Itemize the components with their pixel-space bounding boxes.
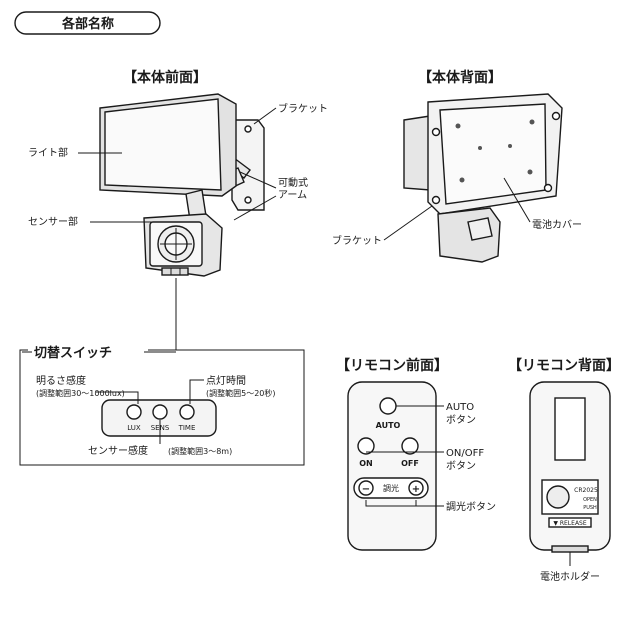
- dim-callout: 調光ボタン: [446, 500, 496, 513]
- sensor-sensitivity-label: センサー感度: [88, 444, 148, 457]
- brightness-range: (調整範囲30〜1000lux): [36, 388, 125, 398]
- section-title: 各部名称: [61, 16, 114, 32]
- arm-label-line1: 可動式: [278, 176, 308, 189]
- brightness-label: 明るさ感度: [36, 374, 86, 387]
- dim-minus-label: −: [362, 484, 370, 495]
- battery-compartment: [541, 479, 599, 515]
- dial-sens[interactable]: [152, 404, 168, 420]
- front-bracket-label: ブラケット: [278, 102, 328, 115]
- release-label: ▼ RELEASE: [553, 520, 587, 527]
- back-bracket-label: ブラケット: [332, 234, 382, 247]
- main-unit-back-illustration: [403, 93, 563, 263]
- auto-callout-line1: AUTO: [446, 402, 474, 413]
- dim-minus-button[interactable]: [358, 480, 374, 496]
- arm-label-line2: アーム: [278, 189, 307, 201]
- dim-plus-label: +: [412, 484, 420, 495]
- battery-holder-label: 電池ホルダー: [540, 570, 600, 583]
- on-button-label: ON: [359, 459, 373, 468]
- battery-cover-label: 電池カバー: [532, 218, 582, 231]
- on-button[interactable]: [357, 437, 375, 455]
- light-label: ライト部: [28, 146, 68, 159]
- switch-box: [19, 349, 305, 466]
- auto-callout-line2: ボタン: [446, 414, 476, 426]
- off-button[interactable]: [401, 437, 419, 455]
- remote-front-heading: 【リモコン前面】: [336, 357, 448, 374]
- dim-button-label: 調光: [383, 483, 399, 493]
- remote-back-heading: 【リモコン背面】: [508, 357, 620, 374]
- remote-back-window: [554, 397, 586, 461]
- switch-title: 切替スイッチ: [34, 345, 112, 361]
- remote-front-body: [347, 381, 437, 551]
- main-unit-front-illustration: [99, 93, 265, 277]
- onoff-callout-line2: ボタン: [446, 460, 476, 472]
- back-heading: 【本体背面】: [418, 69, 502, 86]
- battery-type: CR2025: [574, 487, 598, 494]
- dial-time-label: TIME: [178, 424, 196, 432]
- dial-lux[interactable]: [126, 404, 142, 420]
- dial-lux-label: LUX: [127, 424, 141, 432]
- release-tab[interactable]: [548, 517, 592, 528]
- section-title-frame: [14, 11, 161, 35]
- battery-open: OPEN: [583, 497, 597, 503]
- battery-holder[interactable]: [551, 545, 589, 553]
- dim-button-group: [353, 477, 429, 499]
- onoff-callout-line1: ON/OFF: [446, 448, 484, 459]
- front-heading: 【本体前面】: [123, 69, 207, 86]
- off-button-label: OFF: [401, 459, 419, 468]
- auto-button[interactable]: [379, 397, 397, 415]
- dial-time[interactable]: [179, 404, 195, 420]
- battery-icon: [546, 485, 570, 509]
- time-label: 点灯時間: [206, 375, 246, 387]
- sensor-sensitivity-range: (調整範囲3〜8m): [168, 446, 232, 456]
- time-range: (調整範囲5〜20秒): [206, 388, 276, 398]
- sensor-label: センサー部: [28, 215, 78, 228]
- auto-button-label: AUTO: [376, 421, 401, 430]
- battery-push: PUSH: [583, 505, 597, 511]
- dim-plus-button[interactable]: [408, 480, 424, 496]
